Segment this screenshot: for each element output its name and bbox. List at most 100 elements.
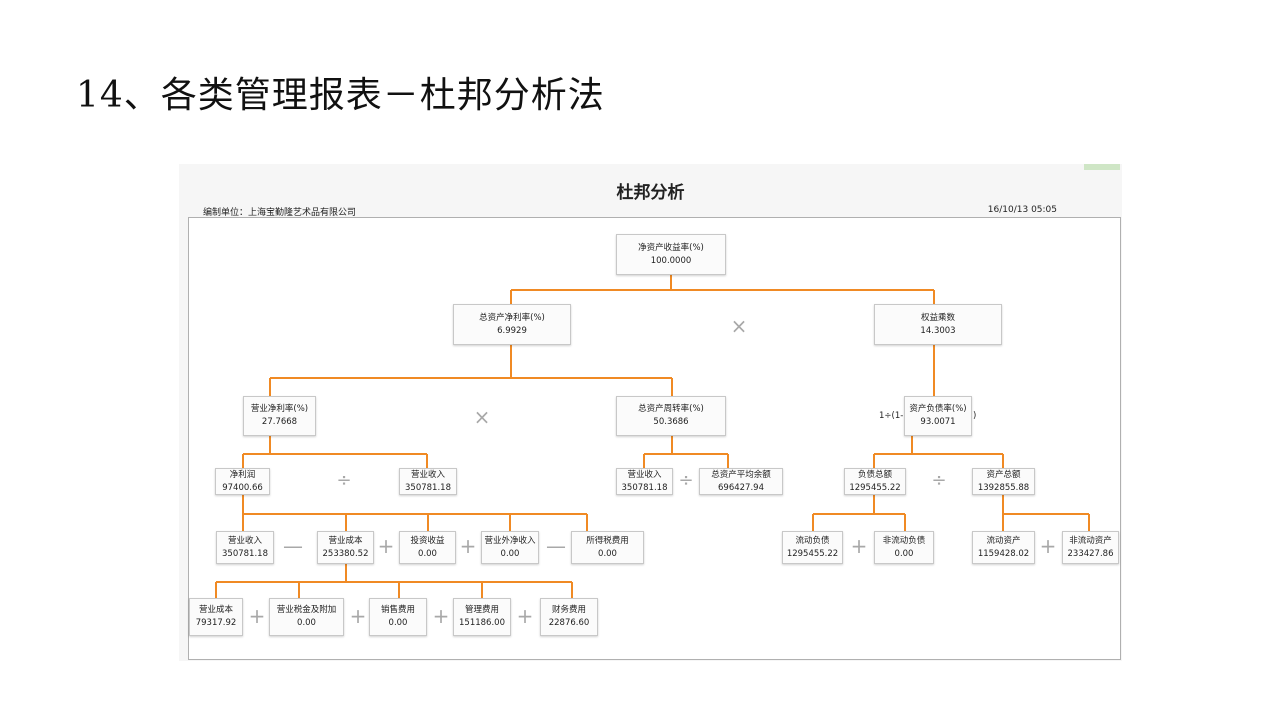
node-revenue[interactable]: 营业收入 350781.18 xyxy=(616,468,673,495)
node-label: 营业外净收入 xyxy=(484,535,536,546)
node-business-tax[interactable]: 营业税金及附加 0.00 xyxy=(269,598,344,636)
node-value: 1159428.02 xyxy=(977,548,1030,559)
node-noncurrent-assets[interactable]: 非流动资产 233427.86 xyxy=(1062,531,1119,564)
node-finance-expense[interactable]: 财务费用 22876.60 xyxy=(540,598,598,636)
node-value: 0.00 xyxy=(500,548,520,559)
node-label: 营业税金及附加 xyxy=(276,605,337,615)
connector xyxy=(873,436,1004,468)
node-value: 1392855.88 xyxy=(977,482,1030,493)
node-label: 营业收入 xyxy=(627,469,662,480)
node-admin-expense[interactable]: 管理费用 151186.00 xyxy=(453,598,511,636)
node-label: 销售费用 xyxy=(380,605,415,615)
node-total-liabilities[interactable]: 负债总额 1295455.22 xyxy=(844,468,906,495)
node-label: 资产总额 xyxy=(986,469,1021,480)
divide-operator: ÷ xyxy=(336,470,352,491)
node-label: 净资产收益率(%) xyxy=(638,242,704,253)
node-label: 管理费用 xyxy=(464,605,499,615)
node-value: 6.9929 xyxy=(497,325,527,336)
plus-operator: + xyxy=(248,604,266,628)
node-current-liabilities[interactable]: 流动负债 1295455.22 xyxy=(782,531,843,564)
node-value: 0.00 xyxy=(297,618,316,628)
node-value: 1295455.22 xyxy=(849,482,901,493)
node-value: 0.00 xyxy=(894,548,914,559)
node-label: 所得税费用 xyxy=(586,535,629,546)
node-net-profit[interactable]: 净利润 97400.66 xyxy=(215,468,270,495)
node-value: 100.0000 xyxy=(650,255,692,266)
node-noncurrent-liabilities[interactable]: 非流动负债 0.00 xyxy=(874,531,934,564)
node-income-tax[interactable]: 所得税费用 0.00 xyxy=(571,531,644,564)
node-value: 233427.86 xyxy=(1067,548,1114,559)
node-label: 总资产平均余额 xyxy=(711,469,771,480)
node-non-operating-income[interactable]: 营业外净收入 0.00 xyxy=(481,531,539,564)
node-value: 0.00 xyxy=(388,618,408,628)
corner-marker xyxy=(1084,164,1120,170)
plus-operator: + xyxy=(377,534,395,558)
node-label: 营业净利率(%) xyxy=(250,404,309,414)
connector xyxy=(812,495,906,531)
node-net-profit-margin[interactable]: 营业净利率(%) 27.7668 xyxy=(243,396,316,436)
node-revenue[interactable]: 营业收入 350781.18 xyxy=(216,531,274,564)
node-label: 营业收入 xyxy=(410,469,445,480)
plus-operator: + xyxy=(850,534,868,558)
node-label: 营业成本 xyxy=(198,605,233,615)
node-equity-multiplier[interactable]: 权益乘数 14.3003 xyxy=(874,304,1002,345)
connector xyxy=(643,436,729,468)
node-value: 0.00 xyxy=(418,548,437,559)
report-timestamp: 16/10/13 05:05 xyxy=(987,205,1057,215)
node-average-assets[interactable]: 总资产平均余额 696427.94 xyxy=(699,468,783,495)
node-label: 非流动负债 xyxy=(882,535,926,546)
divide-operator: ÷ xyxy=(931,470,947,491)
node-label: 总资产周转率(%) xyxy=(638,404,704,414)
node-label: 流动资产 xyxy=(986,535,1021,546)
node-value: 0.00 xyxy=(598,548,617,559)
node-roa[interactable]: 总资产净利率(%) 6.9929 xyxy=(453,304,571,345)
node-cost-of-sales[interactable]: 营业成本 79317.92 xyxy=(189,598,243,636)
divide-operator: ÷ xyxy=(678,470,694,491)
plus-operator: + xyxy=(459,534,477,558)
connector xyxy=(269,345,673,396)
connector xyxy=(242,436,428,468)
node-label: 资产负债率(%) xyxy=(909,404,967,414)
node-current-assets[interactable]: 流动资产 1159428.02 xyxy=(972,531,1035,564)
node-label: 财务费用 xyxy=(551,605,586,615)
node-selling-expense[interactable]: 销售费用 0.00 xyxy=(369,598,427,636)
node-label: 总资产净利率(%) xyxy=(479,312,545,323)
node-value: 350781.18 xyxy=(222,548,268,559)
node-label: 非流动资产 xyxy=(1069,535,1112,546)
times-operator: × xyxy=(730,314,748,338)
node-label: 营业收入 xyxy=(227,535,262,546)
node-investment-income[interactable]: 投资收益 0.00 xyxy=(399,531,456,564)
slide-title: 14、各类管理报表－杜邦分析法 xyxy=(76,75,605,116)
node-value: 253380.52 xyxy=(322,548,369,559)
plus-operator: + xyxy=(516,604,534,628)
plus-operator: + xyxy=(432,604,450,628)
node-total-assets[interactable]: 资产总额 1392855.88 xyxy=(972,468,1035,495)
report-screenshot: 杜邦分析 编制单位：上海宝勤隆艺术品有限公司 16/10/13 05:05 xyxy=(179,164,1122,661)
node-value: 50.3686 xyxy=(653,417,689,427)
node-asset-turnover[interactable]: 总资产周转率(%) 50.3686 xyxy=(616,396,726,436)
node-value: 151186.00 xyxy=(459,618,505,628)
node-label: 权益乘数 xyxy=(920,312,955,323)
formula-prefix: 1÷(1- xyxy=(879,411,904,421)
connector xyxy=(242,495,588,531)
node-roe[interactable]: 净资产收益率(%) 100.0000 xyxy=(616,234,726,275)
node-label: 净利润 xyxy=(229,469,256,480)
node-value: 93.0071 xyxy=(920,417,956,427)
node-value: 79317.92 xyxy=(195,618,237,628)
node-value: 27.7668 xyxy=(261,417,298,427)
plus-operator: + xyxy=(349,604,367,628)
node-label: 营业成本 xyxy=(328,535,363,546)
node-value: 14.3003 xyxy=(920,325,956,336)
node-value: 97400.66 xyxy=(222,482,263,493)
times-operator: × xyxy=(473,405,491,429)
node-value: 350781.18 xyxy=(621,482,668,493)
node-value: 696427.94 xyxy=(718,482,764,493)
minus-operator: — xyxy=(283,534,303,558)
report-unit: 编制单位：上海宝勤隆艺术品有限公司 xyxy=(203,208,357,218)
node-debt-ratio[interactable]: 资产负债率(%) 93.0071 xyxy=(904,396,972,436)
connector xyxy=(215,564,573,598)
formula-suffix: ) xyxy=(973,411,977,421)
minus-operator: — xyxy=(546,534,566,558)
node-revenue[interactable]: 营业收入 350781.18 xyxy=(399,468,457,495)
node-operating-cost[interactable]: 营业成本 253380.52 xyxy=(317,531,374,564)
